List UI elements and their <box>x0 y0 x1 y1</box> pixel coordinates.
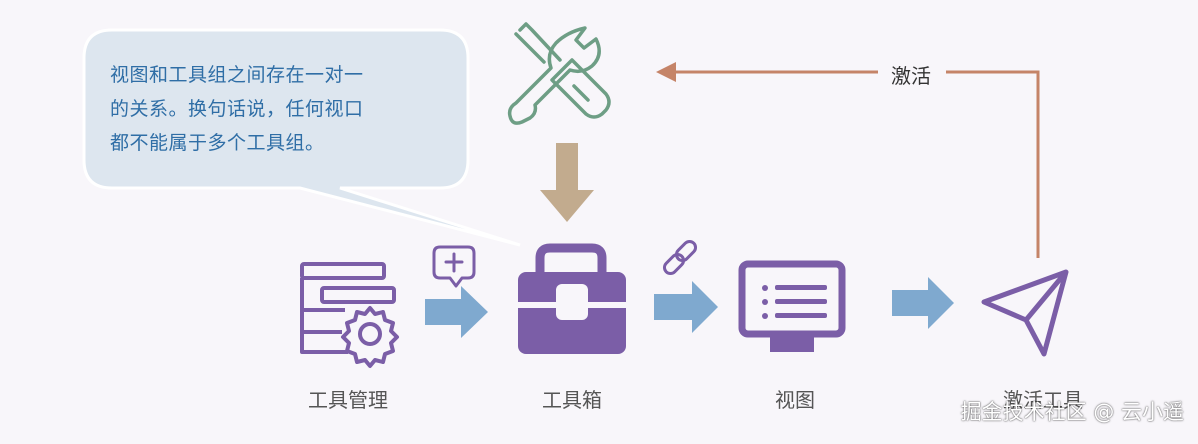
right-arrow-icon <box>425 286 488 338</box>
activate-tool-icon <box>981 269 1069 357</box>
label-tool-management: 工具管理 <box>308 388 388 412</box>
watermark: 掘金技术社区 @ 云小遥 <box>960 400 1184 424</box>
tool-management-icon <box>300 262 399 368</box>
label-view: 视图 <box>775 388 815 412</box>
view-monitor-icon <box>738 260 846 352</box>
callout-text: 视图和工具组之间存在一对一 的关系。换句话说，任何视口 都不能属于多个工具组。 <box>110 58 455 160</box>
callout-line: 视图和工具组之间存在一对一 <box>110 64 364 86</box>
callout-line: 都不能属于多个工具组。 <box>110 132 325 154</box>
callout-bubble <box>82 28 521 247</box>
toolbox-icon <box>518 243 626 354</box>
down-arrow-icon <box>540 143 594 222</box>
link-icon <box>662 239 698 276</box>
add-badge-icon <box>432 245 476 288</box>
right-arrow-icon <box>654 281 718 333</box>
label-activate-tool: 激活工具 <box>1003 388 1083 412</box>
feedback-arrow <box>656 62 1040 258</box>
label-toolbox: 工具箱 <box>542 388 602 412</box>
right-arrow-icon <box>892 277 954 329</box>
wrench-screwdriver-icon <box>507 22 611 125</box>
callout-line: 的关系。换句话说，任何视口 <box>110 98 364 120</box>
activate-arrow-label: 激活 <box>878 60 944 89</box>
